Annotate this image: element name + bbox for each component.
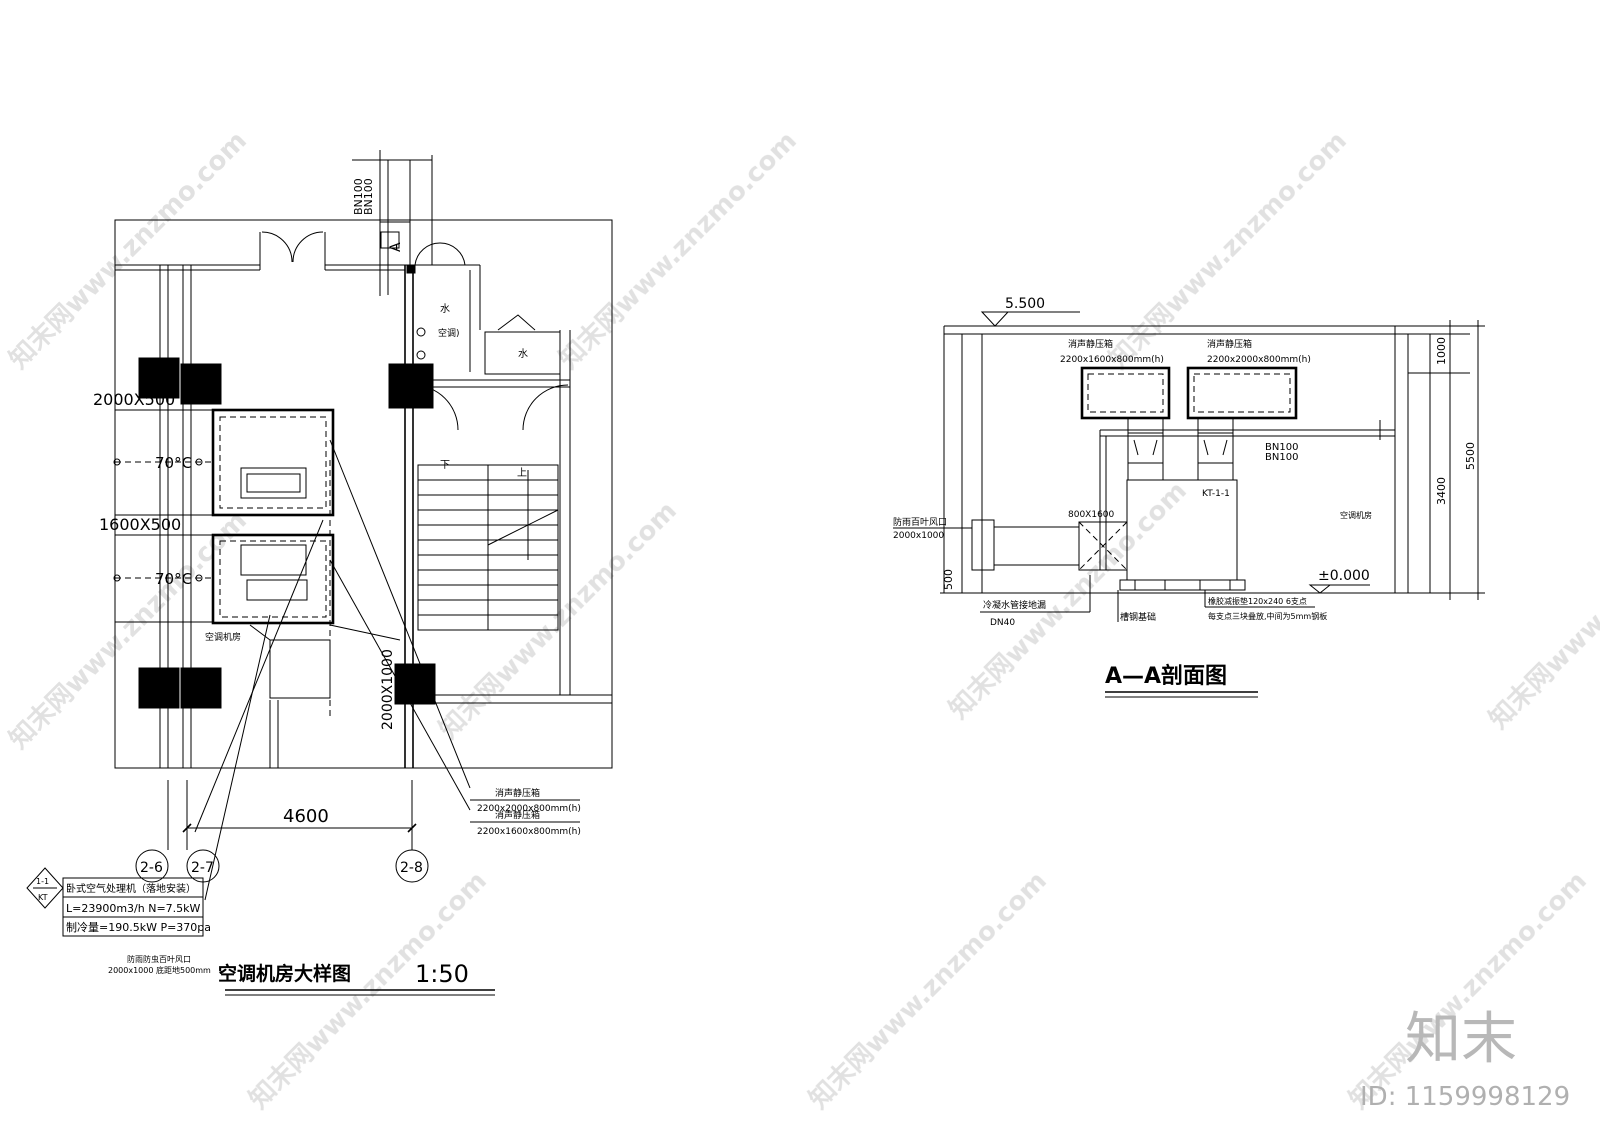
drain-label: DN40 [990,618,1015,628]
axis-bubble [395,849,429,883]
dim-label: 3400 [1435,477,1448,505]
dim-label: 5500 [1464,442,1477,470]
watermark-text: 知末网www.znzmo.com [554,126,803,375]
box-size: 2200x2000x800mm(h) [1207,355,1311,365]
plan-view: 4600 2-6 2-7 2-8 2000X500 1600X500 70°C … [26,150,613,996]
base-label: 槽钢基础 [1120,611,1156,623]
pipe-label: BN100 [1265,452,1298,463]
equip-name: 卧式空气处理机（落地安装） [66,882,196,895]
callout-size: 2200x1600x800mm(h) [477,827,581,837]
axis-label: 2-8 [400,860,423,876]
section-view: 5.500 ±0.000 消声静压箱 2200x1600x800mm(h) 消声… [893,296,1485,698]
louver-label: 防雨百叶风口 [893,516,947,528]
pipe-label: BN100 [1265,442,1298,453]
column [138,357,180,399]
callout-title: 消声静压箱 [495,809,540,821]
pad-label: 橡胶减振垫120x240 6支点 [1208,596,1307,606]
pipe-label: BN100 [362,178,375,215]
elevation-marker [980,311,1010,327]
column [180,667,222,709]
intake-louver [971,519,995,571]
watermark-text: 知末网www.znzmo.com [1344,866,1593,1115]
column [138,667,180,709]
pad-label: 每支点三块叠放,中间为5mm钢板 [1208,611,1327,621]
static-pressure-box [211,533,335,625]
room-label: 空调机房 [1340,510,1372,520]
box-size: 2200x1600x800mm(h) [1060,355,1164,365]
column [394,663,436,705]
axis-bubble [135,849,169,883]
stair-down-label: 下 [440,460,450,471]
static-pressure-box [1186,366,1298,420]
plan-scale: 1:50 [415,960,469,988]
steel-base [1119,579,1246,591]
water-label: 水 [518,348,528,360]
elev-zero: ±0.000 [1318,568,1370,584]
louver-note: 2000x1000 底距地500mm [108,965,211,975]
plan-dim-4600: 4600 [283,806,329,827]
water-label: 水 [440,303,450,315]
watermark-text: 知末网www.znzmo.com [1484,486,1600,735]
callout-title: 消声静压箱 [495,787,540,799]
box-title: 消声静压箱 [1068,338,1113,350]
stair-treads [417,464,559,631]
temp-label: 70°C [155,454,192,472]
drain-label: 冷凝水管接地漏 [983,599,1046,611]
temp-label: 70°C [155,570,192,588]
duct-label-vertical: 2000X1000 [380,649,396,730]
elev-top: 5.500 [1005,296,1045,312]
equip-tag-top: 1-1 [36,877,49,886]
section-mark: A [388,242,404,252]
louver-label: 2000x1000 [893,531,944,541]
dim-label: 1000 [1435,337,1448,365]
equip-spec: 制冷量=190.5kW P=370pa [66,921,211,934]
column [180,363,222,405]
unit-tag: KT-1-1 [1202,489,1230,499]
static-pressure-box [1080,366,1171,420]
elevation-marker [1308,584,1332,594]
plan-title: 空调机房大样图 [218,962,351,985]
plan-outer-wall [114,219,613,769]
equipment-tag: 1-1 KT 卧式空气处理机（落地安装） L=23900m3/h N=7.5kW… [26,867,211,937]
room-label: 空调机房 [205,631,241,643]
watermark-text: 知末网www.znzmo.com [4,126,253,375]
duct-label: 1600X500 [99,515,181,534]
watermark-text: 知末网www.znzmo.com [4,506,253,755]
duct-size: 800X1600 [1068,510,1115,520]
door-swing [261,231,324,263]
axis-label: 2-6 [140,860,163,876]
louver-note: 防雨防虫百叶风口 [127,954,191,964]
box-title: 消声静压箱 [1207,338,1252,350]
equip-spec: L=23900m3/h N=7.5kW [66,902,201,915]
stair-up-label: 上 [517,467,527,479]
watermark-id: ID: 1159998129 [1360,1082,1570,1112]
section-title: A—A剖面图 [1105,663,1227,689]
door-swing [412,384,569,431]
static-pressure-box [211,408,335,517]
ac-room-small: 空调) [438,327,460,339]
equip-tag-bottom: KT [38,893,48,902]
axis-label: 2-7 [191,860,214,876]
watermark-text: 知末网www.znzmo.com [1104,126,1353,375]
pipe-label: BN100 [352,178,365,215]
callout-size: 2200x2000x800mm(h) [477,804,581,814]
dim-label: 500 [942,569,955,590]
watermark-text: 知末网www.znzmo.com [804,866,1053,1115]
watermark-logo: 知末 [1405,1007,1517,1072]
column [388,363,434,409]
duct-label: 2000X500 [93,390,175,409]
